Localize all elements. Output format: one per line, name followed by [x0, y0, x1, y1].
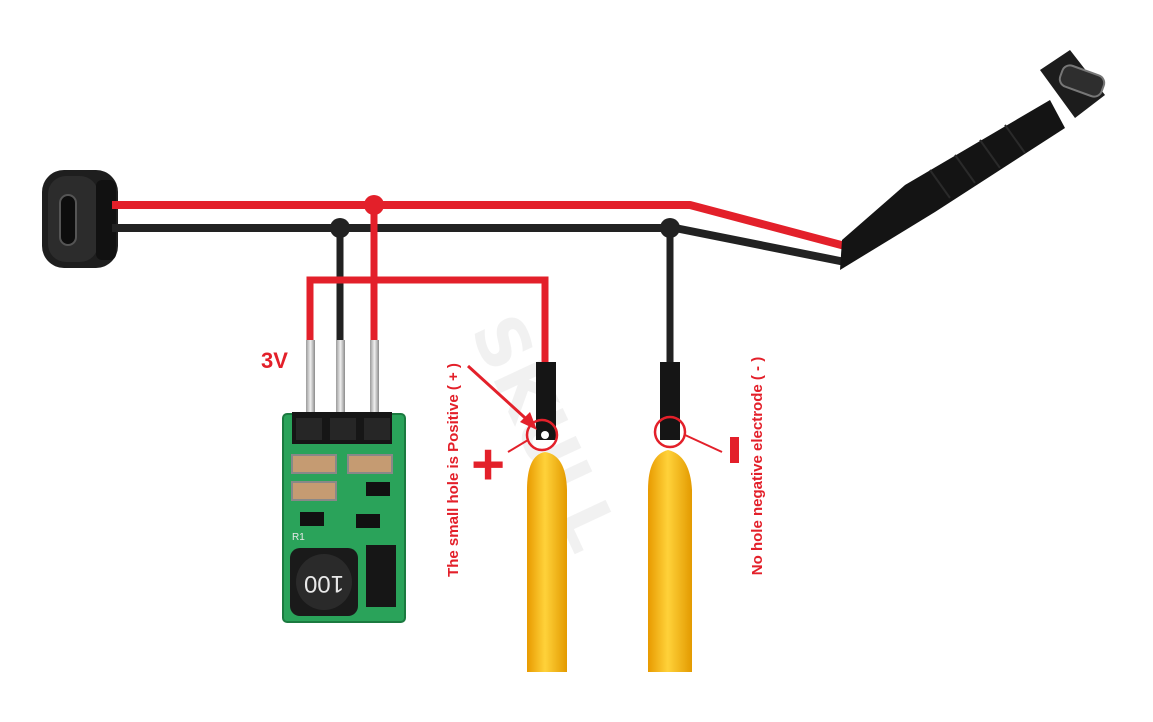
filament-negative — [648, 362, 692, 672]
vin-junction-dot — [364, 195, 384, 215]
plus-sign: + — [471, 432, 505, 497]
positive-main-wire — [112, 201, 847, 250]
usb-c-socket-icon — [42, 170, 118, 268]
annotations: 3V + The small hole is Positive ( + ) No… — [261, 348, 766, 577]
voltage-label: 3V — [261, 348, 288, 373]
gnd-junction-dot — [330, 218, 350, 238]
junction-dots — [330, 195, 680, 238]
positive-pointer-arrow — [466, 364, 536, 428]
module-3v-out-wire — [306, 276, 549, 365]
main-wires — [112, 201, 847, 266]
boost-converter-module: 100 R1 — [282, 340, 406, 623]
minus-sign-bar — [730, 437, 739, 463]
positive-hole-marker — [525, 418, 559, 452]
inductor-marking: 100 — [304, 570, 344, 597]
resistor-marking: R1 — [292, 532, 305, 543]
negative-marker — [653, 415, 687, 449]
neg-junction-dot — [660, 218, 680, 238]
usb-c-plug-icon — [840, 50, 1106, 270]
branch-wires — [306, 205, 674, 365]
positive-note: The small hole is Positive ( + ) — [445, 363, 462, 577]
negative-note: No hole negative electrode ( - ) — [749, 357, 766, 575]
negative-main-wire — [112, 224, 846, 266]
